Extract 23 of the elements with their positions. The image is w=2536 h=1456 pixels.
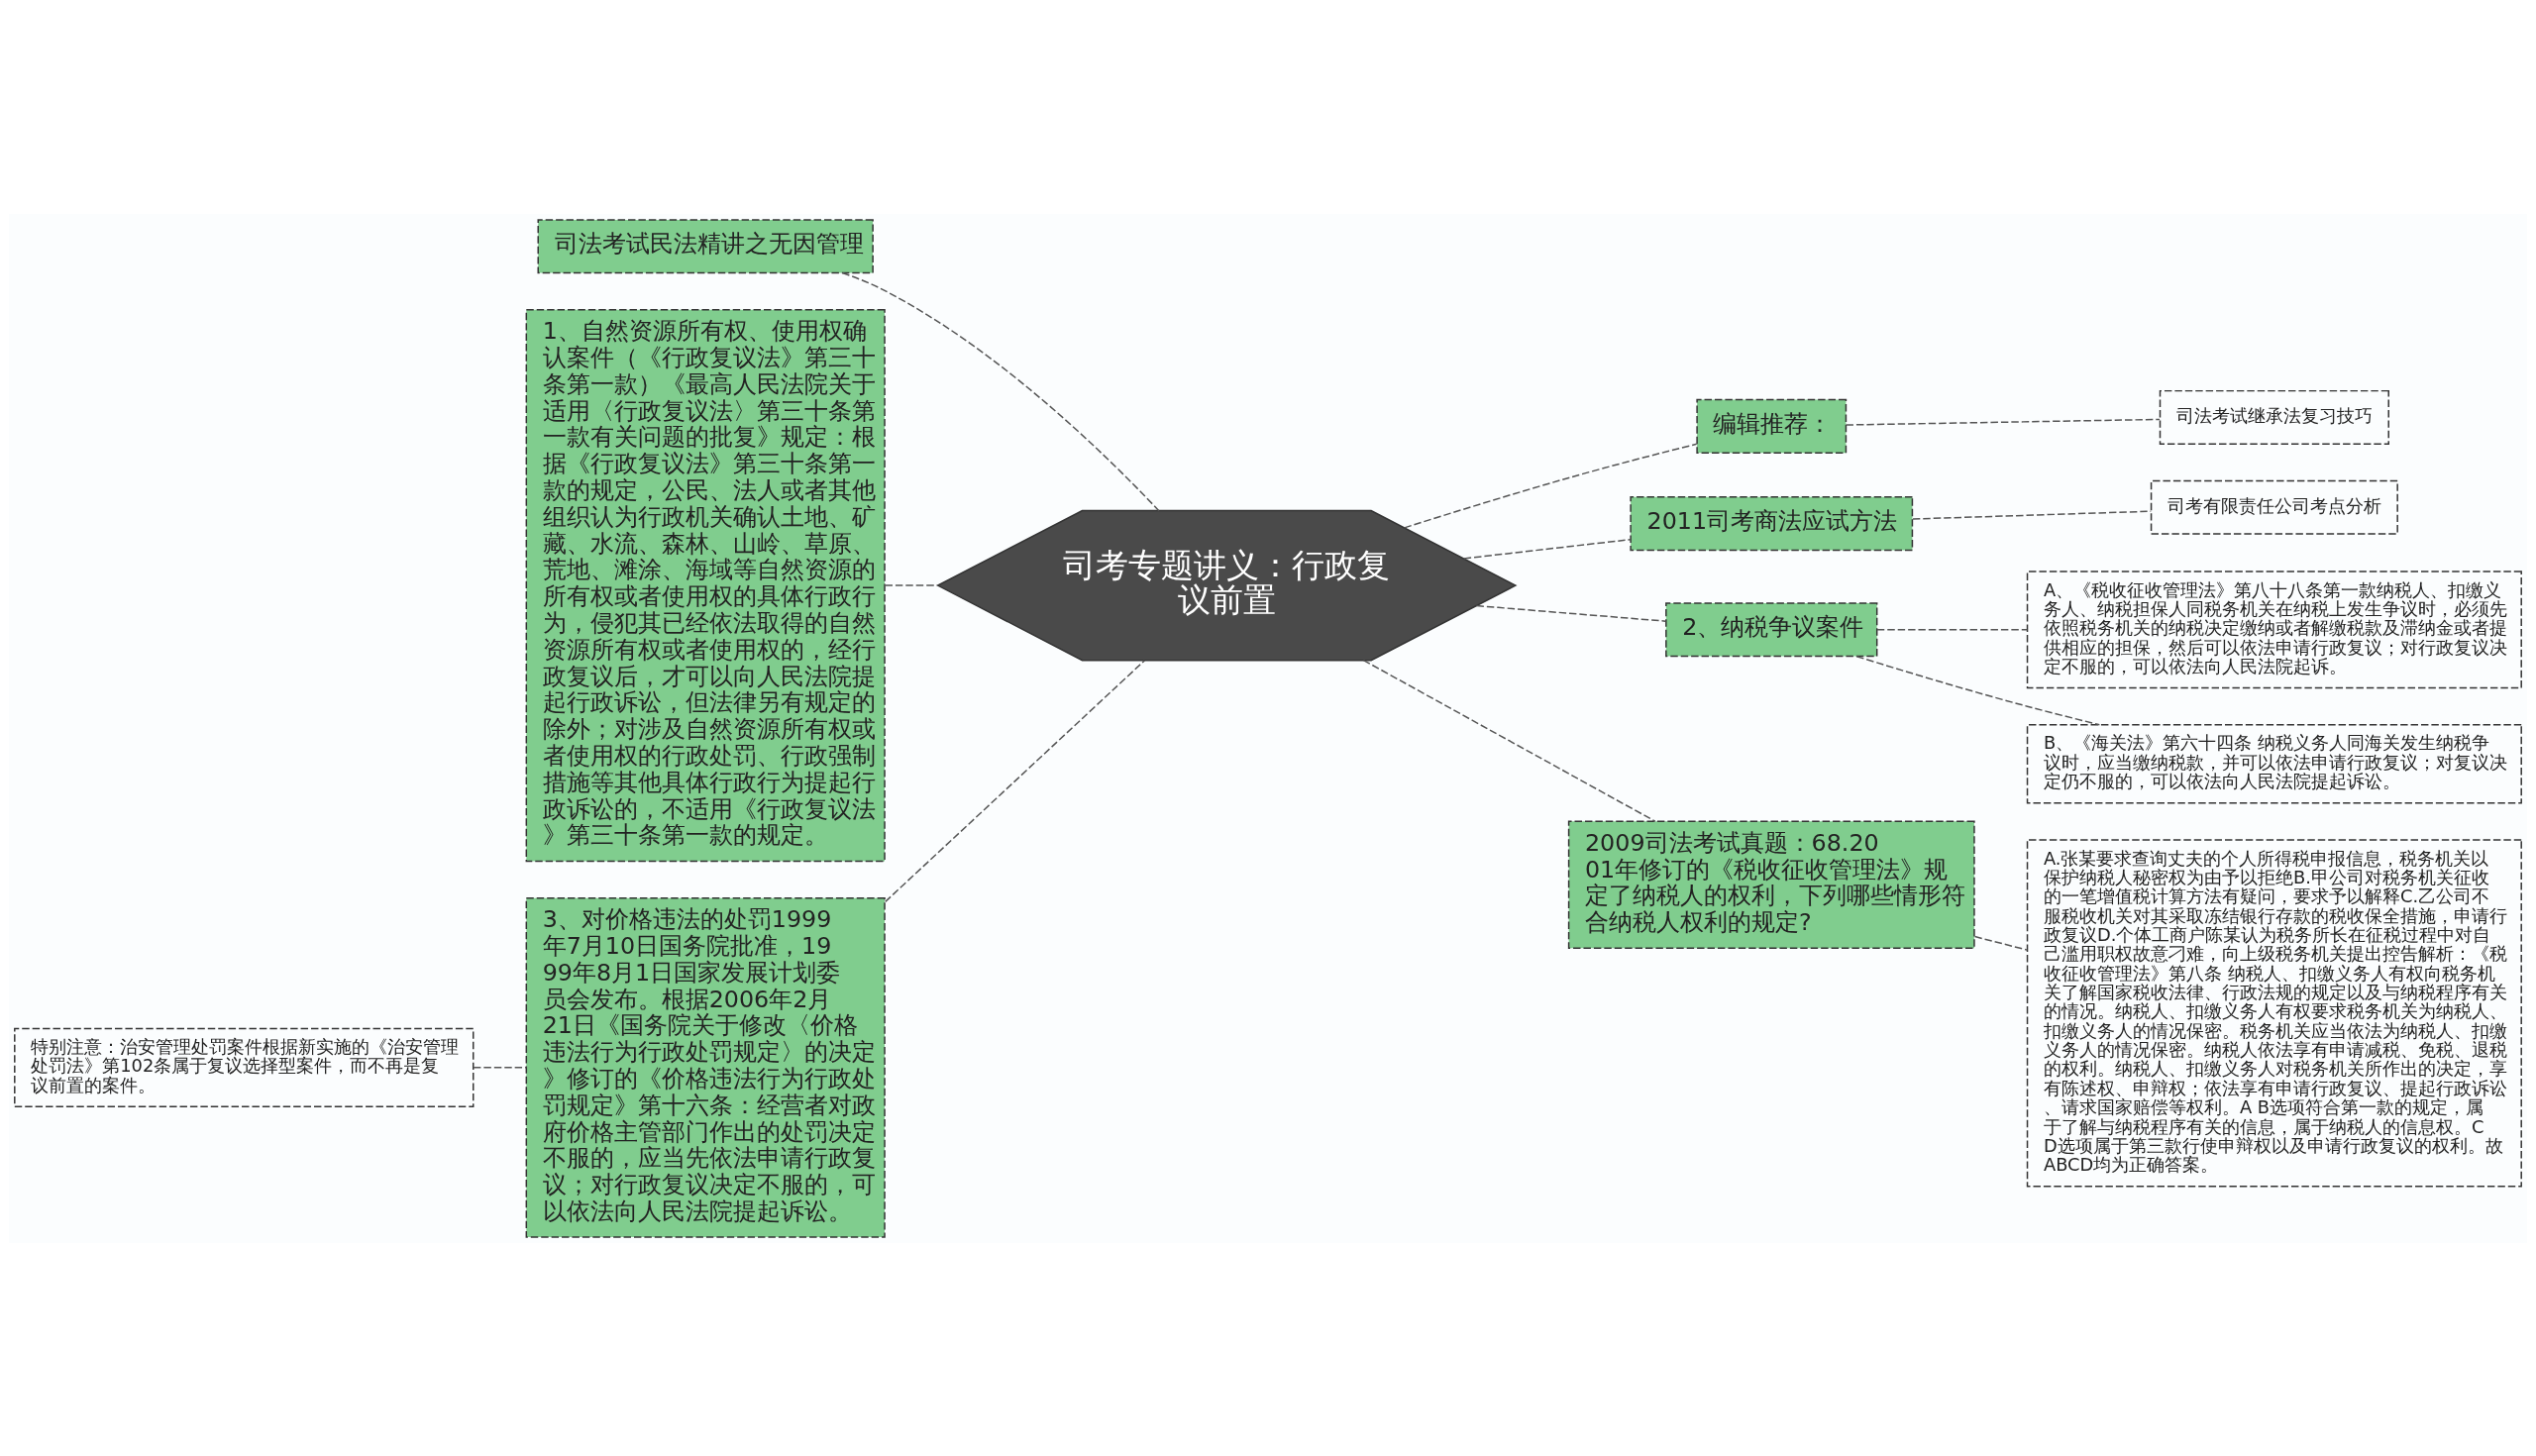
- connector: [841, 271, 1160, 511]
- connector: [1845, 418, 2161, 426]
- node-box: A.张某要求查询丈夫的个人所得税申报信息，税务机关以保护纳税人秘密权为由予以拒绝B.甲公司对税务机关征收的一笔增值税计算方法有疑问，要求予以解释C.乙公司不服税收机关对其采取冻结银行存款的税收保全措施，申请行政复议D.个体工商户陈某认为税务所长在征税过程中对自己滥用职权故意刁难，向上级税务机关提出控告解析：《税收征收管理法》第八条 纳税人、扣缴义务人有权向税务机关了解国家税收法律、行政法规的规定以及与纳税程序有关的情况。纳税人、扣缴义务人有权要求税务机关为纳税人、扣缴义务人的情况保密。税务机关应当依法为纳税人、扣缴义务人的情况保密。纳税人依法享有申请减税、免税、退税的权利。纳税人、扣缴义务人对税务机关所作出的决定，享有陈述权、申辩权；依法享有申请行政复议、提起行政诉讼、请求国家赔偿等权利。A B选项符合第一款的规定，属于了解与纳税程序有关的信息，属于纳税人的信息权。C D选项属于第三款行使申辩权以及申请行政复议的权利。故ABCD均为正确答案。: [2026, 838, 2522, 1187]
- node-box: 3、对价格违法的处罚1999年7月10日国务院批准，1999年8月1日国家发展计划委员会发布。根据2006年2月21日《国务院关于修改〈价格违法行为行政处罚规定〉的决定》修订的《价格违法行为行政处罚规定》第十六条：经营者对政府价格主管部门作出的处罚决定不服的，应当先依法申请行政复议；对行政复议决定不服的，可以依法向人民法院提起诉讼。: [525, 896, 886, 1238]
- node-box: A、《税收征收管理法》第八十八条第一款纳税人、扣缴义务人、纳税担保人同税务机关在纳税上发生争议时，必须先依照税务机关的纳税决定缴纳或者解缴税款及滞纳金或者提供相应的担保，然后可以依法申请行政复议；对行政复议决定不服的，可以依法向人民法院起诉。: [2026, 570, 2522, 688]
- connector: [1362, 659, 1656, 822]
- node-box: 2011司考商法应试方法: [1630, 495, 1914, 551]
- node-box: 司法考试继承法复习技巧: [2159, 389, 2389, 445]
- node-box: 司法考试民法精讲之无因管理: [537, 218, 874, 273]
- connector: [1403, 443, 1698, 529]
- connector: [1973, 935, 2028, 951]
- connector: [1463, 538, 1632, 560]
- node-box: 2009司法考试真题：68.2001年修订的《税收征收管理法》规定了纳税人的权利，下列哪些情形符合纳税人权利的规定?: [1567, 820, 1975, 949]
- node-box: B、《海关法》第六十四条 纳税义务人同海关发生纳税争议时，应当缴纳税款，并可以依法申请行政复议；对复议决定仍不服的，可以依法向人民法院提起诉讼。: [2026, 723, 2522, 803]
- connector: [473, 1066, 527, 1069]
- connector: [1876, 628, 2029, 630]
- node-box: 1、自然资源所有权、使用权确认案件（《行政复议法》第三十条第一款）《最高人民法院关于适用〈行政复议法〉第三十条第一款有关问题的批复》规定：根据《行政复议法》第三十条第一款的规定，公民、法人或者其他组织认为行政机关确认土地、矿藏、水流、森林、山岭、草原、荒地、滩涂、海域等自然资源的所有权或者使用权的具体行政行为，侵犯其已经依法取得的自然资源所有权或者使用权的，经行政复议后，才可以向人民法院提起行政诉讼，但法律另有规定的除外；对涉及自然资源所有权或者使用权的行政处罚、行政强制措施等其他具体行政行为提起行政诉讼的，不适用《行政复议法》第三十条第一款的规定。: [525, 308, 886, 862]
- node-box: 2、纳税争议案件: [1665, 601, 1878, 657]
- node-box: 编辑推荐：: [1696, 398, 1848, 454]
- node-box: 特别注意：治安管理处罚案件根据新实施的《治安管理处罚法》第102条属于复议选择型案件，而不再是复议前置的案件。: [14, 1027, 475, 1107]
- node-box: 司考有限责任公司考点分析: [2150, 479, 2398, 535]
- connector: [884, 659, 1146, 902]
- connector: [1475, 604, 1666, 622]
